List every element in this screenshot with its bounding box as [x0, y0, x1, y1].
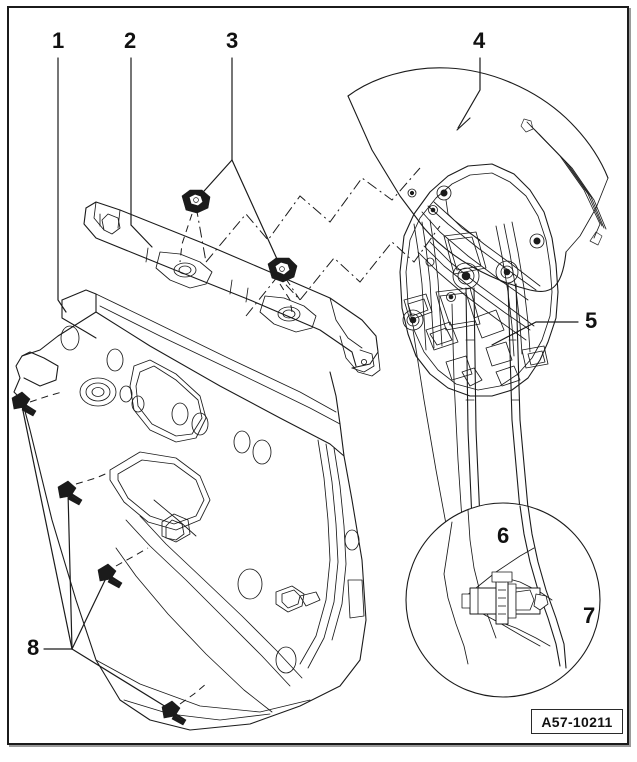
callout-label-2: 2 [124, 28, 137, 53]
callout-label-3: 3 [226, 28, 239, 53]
figure-code-text: A57-10211 [541, 713, 613, 730]
callout-label-8: 8 [27, 635, 40, 660]
callout-label-4: 4 [473, 28, 486, 53]
diagram-border-frame [7, 6, 629, 745]
callout-label-6: 6 [497, 523, 510, 548]
callout-label-7: 7 [583, 603, 596, 628]
callout-label-1: 1 [52, 28, 65, 53]
callout-label-5: 5 [585, 308, 598, 333]
figure-code-box: A57-10211 [531, 709, 623, 734]
